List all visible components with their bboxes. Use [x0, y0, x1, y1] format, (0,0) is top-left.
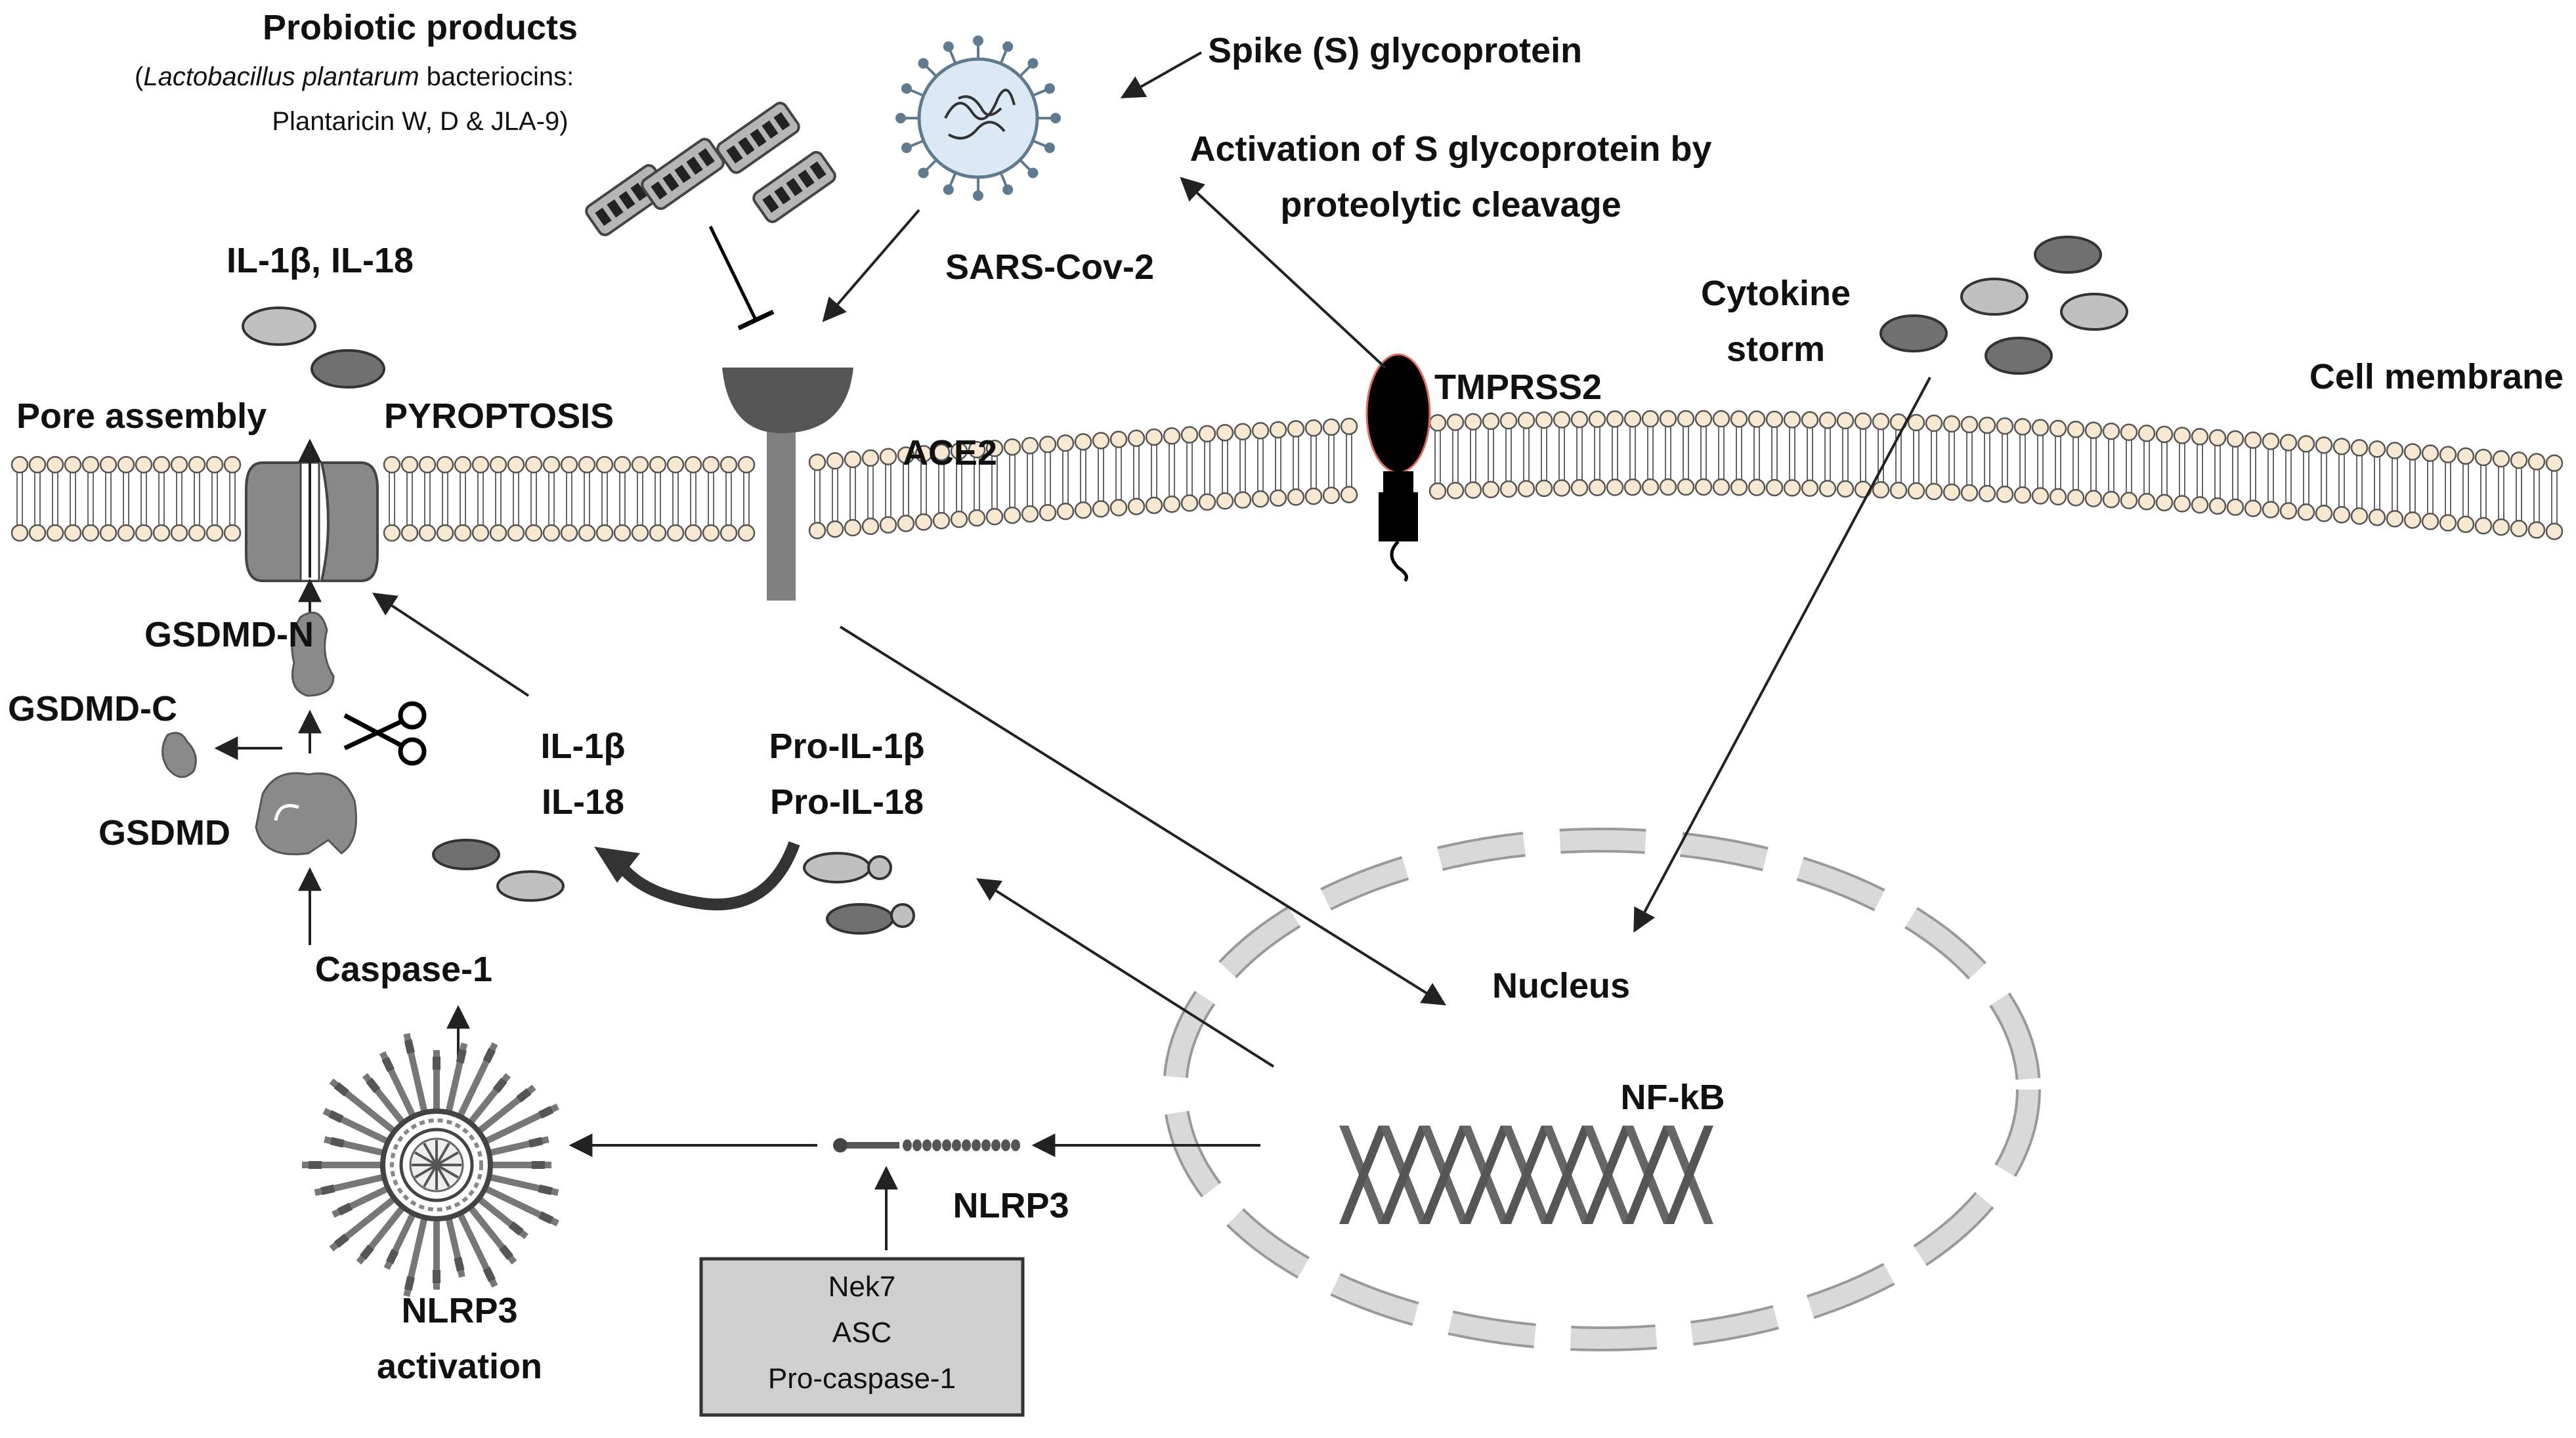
inflammasome-icon	[302, 1033, 559, 1297]
cytokine-particle	[1960, 278, 2029, 316]
cytokine-particle	[311, 349, 385, 389]
cytokine-particle	[2060, 293, 2128, 331]
pro-il-particle	[826, 903, 915, 935]
activation-line1: Activation of S glycoprotein by	[1190, 129, 1711, 169]
il-top-label: IL-1β, IL-18	[226, 241, 414, 280]
pore-icon	[245, 461, 379, 582]
cytokine-particle	[1985, 337, 2053, 375]
il18-label: IL-18	[542, 782, 624, 822]
complex-box	[699, 1257, 1025, 1417]
pro-il-particle	[803, 852, 892, 883]
bacteriocin-icon	[585, 102, 836, 236]
nlrp3-activation-line1: NLRP3	[401, 1291, 517, 1330]
pyroptosis-label: PYROPTOSIS	[384, 396, 614, 436]
il-mature-particle	[496, 870, 565, 902]
cell-membrane-bilayer	[11, 410, 2564, 542]
cytokine-particle	[2034, 236, 2102, 274]
il1b-label: IL-1β	[541, 727, 626, 766]
tmprss2-protease-icon	[1365, 353, 1431, 582]
cytokine-particle	[242, 307, 316, 346]
conversion-arrowhead	[594, 847, 640, 883]
nlrp3-activation-line2: activation	[377, 1347, 542, 1386]
probiotic-line1: (Lactobacillus plantarum bacteriocins:	[135, 62, 574, 91]
dna-helix-icon	[1339, 1126, 1713, 1224]
virus-to-ace2-arrow	[822, 209, 920, 322]
spike-label: Spike (S) glycoprotein	[1208, 31, 1582, 70]
nlrp3-label: NLRP3	[953, 1186, 1069, 1225]
virus-icon	[895, 35, 1061, 201]
complex-line-asc: ASC	[832, 1317, 891, 1349]
sars-cov2-label: SARS-Cov-2	[945, 247, 1154, 287]
nlrp3-molecule-icon	[833, 1138, 1020, 1153]
nucleus-label: Nucleus	[1492, 966, 1630, 1005]
caspase1-label: Caspase-1	[315, 950, 492, 989]
gsdmd-c-label: GSDMD-C	[8, 689, 177, 729]
tmprss2-activation-arrow	[1180, 177, 1386, 369]
inhibition-bar	[737, 309, 775, 331]
nucleus-to-proil-arrow	[976, 878, 1275, 1068]
pro-il1b-label: Pro-IL-1β	[769, 727, 925, 766]
ace2-to-nucleus-arrow	[839, 625, 1447, 1005]
il-to-pore-arrow	[372, 593, 530, 697]
complex-line-nek7: Nek7	[828, 1271, 896, 1303]
cytokine-particle	[1879, 314, 1948, 352]
pro-il18-label: Pro-IL-18	[770, 782, 924, 822]
inhibition-line	[708, 225, 757, 320]
il-mature-particle	[432, 839, 500, 870]
ace2-label: ACE2	[903, 433, 997, 473]
spike-arrow	[1120, 51, 1202, 98]
cytokine-to-nucleus-arrow	[1633, 377, 1931, 933]
cell-membrane-label: Cell membrane	[2309, 357, 2564, 396]
gsdmd-label: GSDMD	[98, 813, 230, 853]
activation-line2: proteolytic cleavage	[1280, 185, 1621, 224]
pore-assembly-label: Pore assembly	[16, 396, 267, 436]
gsdmd-c-fragment	[161, 732, 197, 778]
probiotic-line2: Plantaricin W, D & JLA-9)	[272, 107, 568, 136]
gsdmd-n-fragment	[291, 611, 335, 697]
conversion-curved-arrow	[612, 841, 800, 911]
probiotic-title: Probiotic products	[263, 8, 578, 47]
gsdmd-n-label: GSDMD-N	[144, 615, 314, 654]
cytokine-storm-line1: Cytokine	[1701, 274, 1851, 313]
tmprss2-label: TMPRSS2	[1434, 368, 1602, 407]
cytokine-storm-line2: storm	[1727, 329, 1825, 369]
scissors-icon	[343, 701, 427, 766]
gsdmd-protein-icon	[255, 772, 357, 856]
nucleus-envelope	[1163, 828, 2041, 1351]
ace2-receptor-icon	[722, 351, 853, 601]
complex-line-procaspase1: Pro-caspase-1	[768, 1363, 956, 1395]
nfkb-label: NF-kB	[1621, 1078, 1725, 1117]
